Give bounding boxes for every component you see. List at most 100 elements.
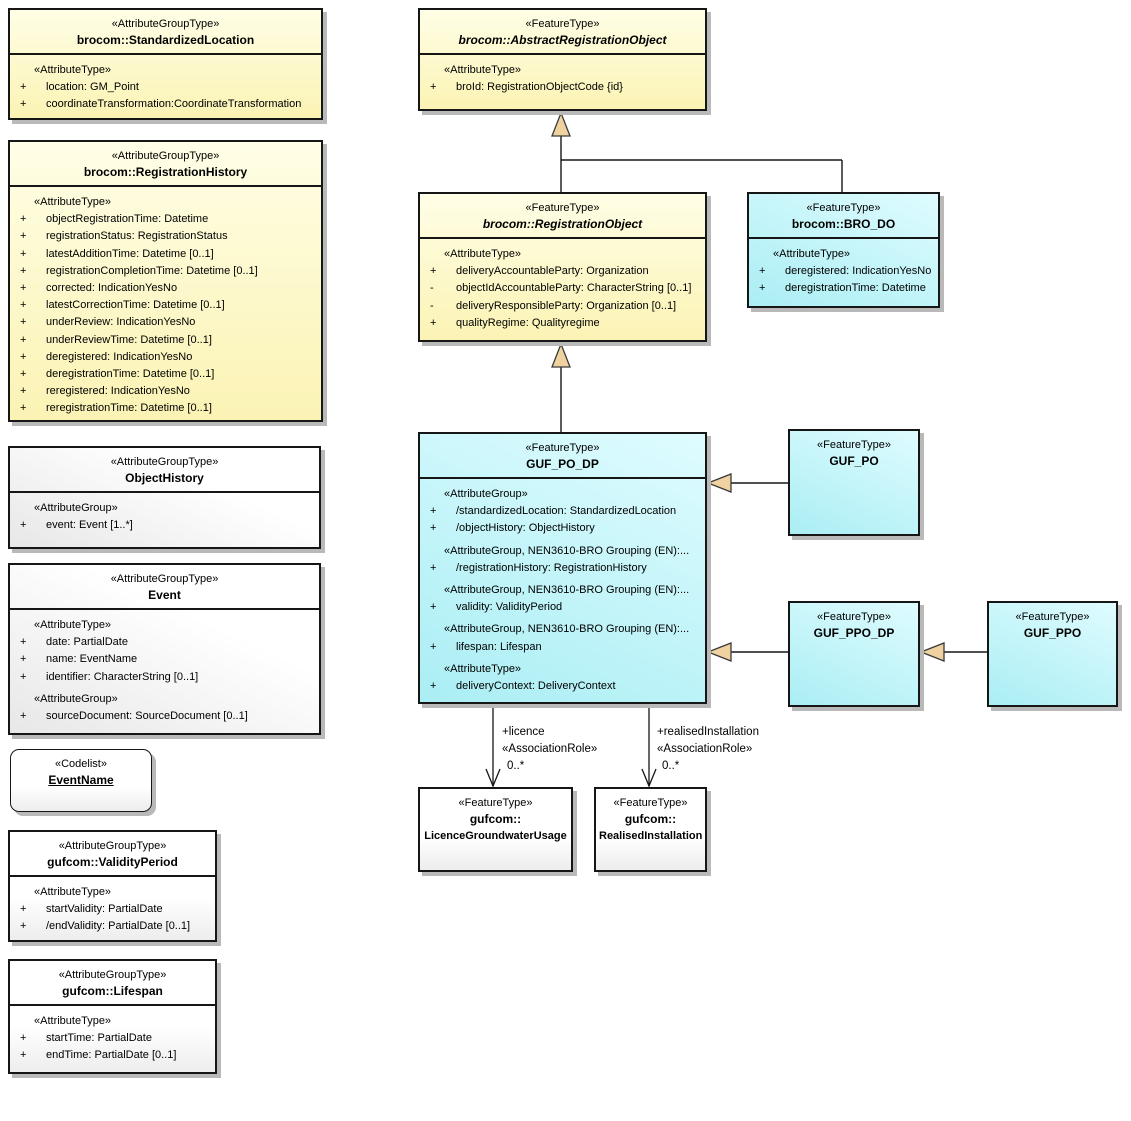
association-role-name: +licence — [502, 726, 545, 738]
association-stereotype: «AssociationRole» — [502, 743, 598, 755]
attribute-row: +corrected: IndicationYesNo — [20, 282, 178, 295]
class-stereotype: «AttributeGroupType» — [58, 969, 167, 981]
attribute-row: +deregistered: IndicationYesNo — [20, 350, 193, 363]
class-object-history[interactable]: «AttributeGroupType» ObjectHistory «Attr… — [8, 446, 321, 549]
class-guf-ppo[interactable]: «FeatureType» GUF_PPO — [987, 601, 1118, 707]
generalization-guf-po-to-guf-po-dp — [706, 473, 788, 493]
class-name: ObjectHistory — [125, 471, 204, 485]
attribute-row: +latestCorrectionTime: Datetime [0..1] — [20, 299, 225, 312]
class-stereotype: «AttributeGroupType» — [110, 573, 219, 585]
class-name: gufcom::ValidityPeriod — [47, 855, 178, 869]
attribute-row: +deliveryContext: DeliveryContext — [430, 680, 616, 693]
attribute-row: +reregistered: IndicationYesNo — [20, 385, 190, 398]
attribute-row: +reregistrationTime: Datetime [0..1] — [20, 402, 212, 415]
stereotype-row: «AttributeType» — [444, 64, 522, 76]
attribute-row: -deliveryResponsibleParty: Organization … — [430, 299, 677, 312]
association-realised-installation-label: +realisedInstallation «AssociationRole» … — [657, 724, 759, 775]
attribute-row: +deregistrationTime: Datetime [0..1] — [20, 368, 215, 381]
generalization-registrationobject-to-abstract — [551, 111, 843, 192]
stereotype-row: «AttributeGroup, NEN3610-BRO Grouping (E… — [444, 584, 690, 597]
generalization-guf-ppo-to-guf-ppo-dp — [919, 642, 987, 662]
stereotype-row: «AttributeType» — [34, 196, 112, 208]
attribute-row: +name: EventName — [20, 653, 138, 666]
class-lifespan[interactable]: «AttributeGroupType» gufcom::Lifespan «A… — [8, 959, 217, 1074]
stereotype-row: «AttributeGroup, NEN3610-BRO Grouping (E… — [444, 544, 690, 557]
attribute-row: +location: GM_Point — [20, 81, 139, 94]
attribute-row: +event: Event [1..*] — [20, 519, 133, 532]
attribute-row: +startValidity: PartialDate — [20, 903, 163, 916]
association-role-name: +realisedInstallation — [657, 726, 759, 738]
class-name: EventName — [48, 773, 114, 787]
class-stereotype: «FeatureType» — [458, 797, 533, 809]
attribute-row: +latestAdditionTime: Datetime [0..1] — [20, 247, 214, 260]
attribute-row: +deregistered: IndicationYesNo — [759, 265, 932, 278]
class-event[interactable]: «AttributeGroupType» Event «AttributeTyp… — [8, 563, 321, 735]
association-licence-label: +licence «AssociationRole» 0..* — [502, 724, 597, 775]
attribute-row: +startTime: PartialDate — [20, 1032, 152, 1045]
attribute-row: -objectIdAccountableParty: CharacterStri… — [430, 282, 692, 295]
class-name-line2: LicenceGroundwaterUsage — [424, 830, 567, 842]
class-realised-installation[interactable]: «FeatureType» gufcom:: RealisedInstallat… — [594, 787, 707, 872]
attribute-row: +deregistrationTime: Datetime — [759, 282, 926, 295]
class-name-line2: RealisedInstallation — [599, 830, 703, 842]
attribute-row: +registrationStatus: RegistrationStatus — [20, 230, 228, 243]
stereotype-row: «AttributeGroup» — [444, 488, 528, 500]
attribute-row: +underReviewTime: Datetime [0..1] — [20, 333, 212, 346]
attribute-row: +registrationCompletionTime: Datetime [0… — [20, 264, 258, 277]
class-standardized-location[interactable]: «AttributeGroupType» brocom::Standardize… — [8, 8, 323, 120]
attribute-row: +/registrationHistory: RegistrationHisto… — [430, 561, 647, 574]
class-name: GUF_PO — [829, 454, 879, 468]
class-stereotype: «FeatureType» — [817, 439, 891, 451]
association-stereotype: «AssociationRole» — [657, 743, 753, 755]
stereotype-row: «AttributeType» — [444, 248, 522, 260]
class-name: brocom::RegistrationHistory — [83, 165, 248, 179]
attribute-row: +validity: ValidityPeriod — [430, 601, 563, 614]
class-name: GUF_PPO — [1023, 626, 1082, 640]
attribute-row: +qualityRegime: Qualityregime — [430, 316, 600, 329]
stereotype-row: «AttributeType» — [34, 1015, 112, 1027]
attribute-row: +broId: RegistrationObjectCode {id} — [430, 81, 623, 94]
association-multiplicity: 0..* — [507, 760, 525, 772]
class-name: gufcom::Lifespan — [62, 984, 163, 998]
class-name: brocom::RegistrationObject — [482, 217, 643, 231]
class-stereotype: «FeatureType» — [817, 611, 891, 623]
class-name: gufcom:: — [469, 812, 522, 826]
attribute-row: +endTime: PartialDate [0..1] — [20, 1049, 177, 1062]
class-abstract-registration-object[interactable]: «FeatureType» brocom::AbstractRegistrati… — [418, 8, 707, 111]
class-stereotype: «FeatureType» — [525, 202, 600, 214]
class-stereotype: «Codelist» — [55, 758, 107, 770]
class-stereotype: «FeatureType» — [613, 797, 688, 809]
class-stereotype: «FeatureType» — [806, 202, 881, 214]
attribute-row: +objectRegistrationTime: Datetime — [20, 213, 209, 226]
attribute-row: +identifier: CharacterString [0..1] — [20, 670, 199, 683]
class-name: GUF_PPO_DP — [813, 626, 895, 640]
stereotype-row: «AttributeGroup» — [34, 692, 118, 705]
attribute-row: +sourceDocument: SourceDocument [0..1] — [20, 710, 248, 723]
stereotype-row: «AttributeType» — [34, 64, 112, 76]
class-registration-history[interactable]: «AttributeGroupType» brocom::Registratio… — [8, 140, 323, 422]
class-validity-period[interactable]: «AttributeGroupType» gufcom::ValidityPer… — [8, 830, 217, 942]
attribute-row: +/standardizedLocation: StandardizedLoca… — [430, 505, 677, 518]
stereotype-row: «AttributeGroup, NEN3610-BRO Grouping (E… — [444, 623, 690, 636]
association-realised-installation-line — [641, 704, 657, 788]
class-name: Event — [148, 588, 181, 602]
class-guf-ppo-dp[interactable]: «FeatureType» GUF_PPO_DP — [788, 601, 920, 707]
stereotype-row: «AttributeType» — [444, 662, 522, 675]
class-guf-po-dp[interactable]: «FeatureType» GUF_PO_DP «AttributeGroup»… — [418, 432, 707, 704]
attribute-row: +date: PartialDate — [20, 636, 128, 649]
class-name: brocom::BRO_DO — [791, 217, 896, 231]
class-name: GUF_PO_DP — [526, 457, 599, 471]
stereotype-row: «AttributeGroup» — [34, 502, 118, 514]
attribute-row: +lifespan: Lifespan — [430, 640, 542, 653]
class-registration-object[interactable]: «FeatureType» brocom::RegistrationObject… — [418, 192, 707, 342]
class-stereotype: «AttributeGroupType» — [58, 840, 167, 852]
class-guf-po[interactable]: «FeatureType» GUF_PO — [788, 429, 920, 536]
class-bro-do[interactable]: «FeatureType» brocom::BRO_DO «AttributeT… — [747, 192, 940, 308]
class-stereotype: «FeatureType» — [525, 442, 600, 454]
association-licence-line — [485, 704, 501, 788]
class-stereotype: «AttributeGroupType» — [110, 456, 219, 468]
codelist-event-name[interactable]: «Codelist» EventName — [10, 749, 152, 812]
attribute-row: +deliveryAccountableParty: Organization — [430, 265, 649, 278]
class-licence-groundwater-usage[interactable]: «FeatureType» gufcom:: LicenceGroundwate… — [418, 787, 573, 872]
